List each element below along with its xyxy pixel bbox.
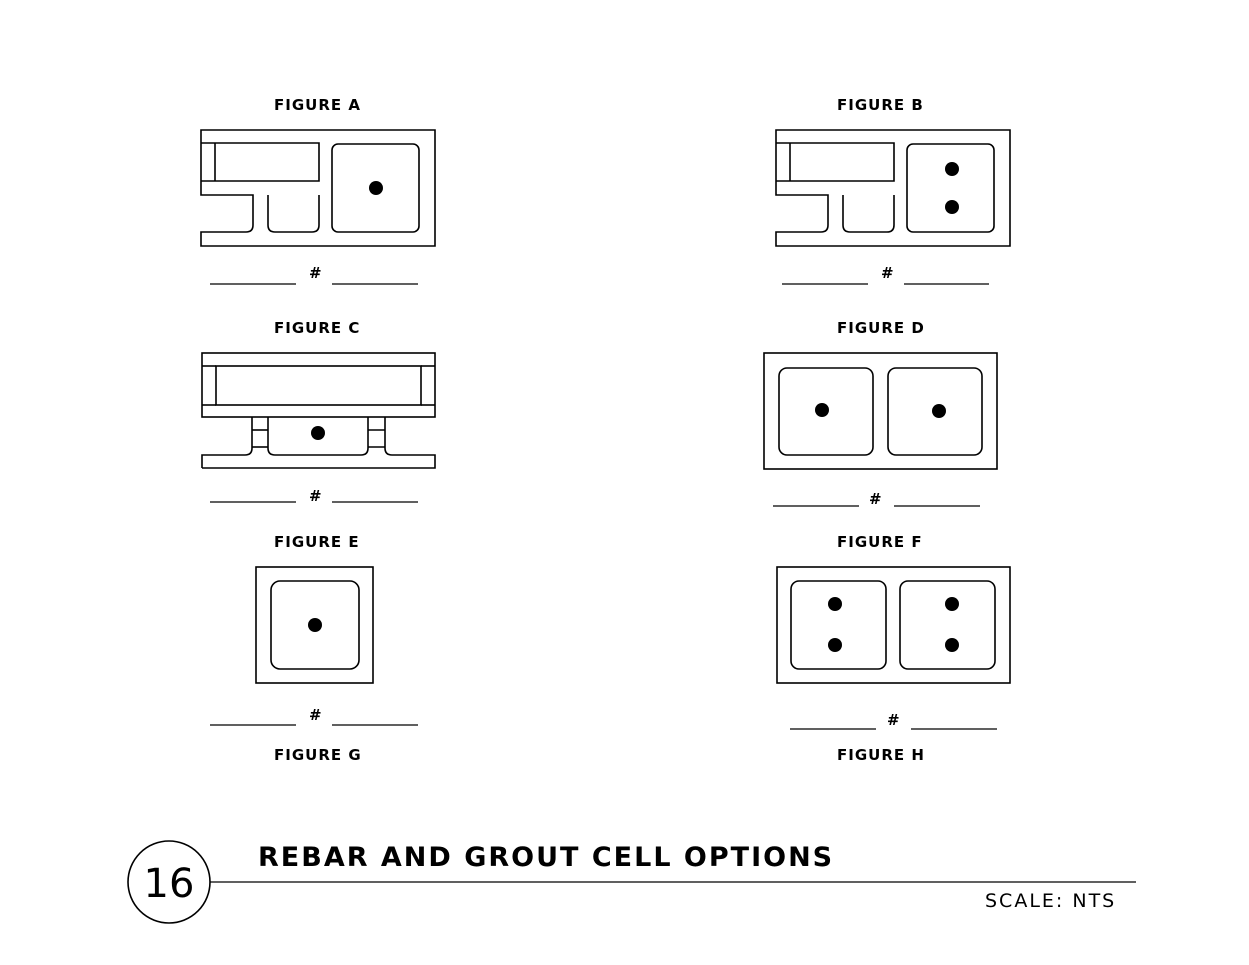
figure-f-rebar-4 (945, 638, 959, 652)
hash-a: # (309, 264, 322, 282)
figure-g-label: FIGURE G (274, 746, 362, 764)
hash-g: # (309, 706, 322, 724)
scale-note: SCALE: NTS (985, 890, 1117, 912)
figure-c-rebar (311, 426, 325, 440)
hash-d: # (869, 490, 882, 508)
figure-d-block (763, 352, 998, 470)
figure-h-label: FIGURE H (837, 746, 925, 764)
figure-a-block (200, 129, 436, 247)
figure-d-label: FIGURE D (837, 319, 925, 337)
figure-e-rebar (308, 618, 322, 632)
figure-e-label: FIGURE E (274, 533, 360, 551)
detail-title: REBAR AND GROUT CELL OPTIONS (258, 842, 835, 873)
detail-number: 16 (143, 861, 195, 907)
figure-a-rebar (369, 181, 383, 195)
figure-b-rebar-top (945, 162, 959, 176)
figure-f-block (776, 566, 1011, 684)
figure-f-rebar-2 (828, 638, 842, 652)
figure-f-rebar-1 (828, 597, 842, 611)
hash-b: # (881, 264, 894, 282)
figure-d-rebar-left (815, 403, 829, 417)
figure-c-label: FIGURE C (274, 319, 361, 337)
figure-f-label: FIGURE F (837, 533, 923, 551)
hash-c: # (309, 487, 322, 505)
figure-e-block (255, 566, 374, 684)
figure-a-label: FIGURE A (274, 96, 361, 114)
figure-f-rebar-3 (945, 597, 959, 611)
figure-b-block (775, 129, 1011, 247)
figure-d-rebar-right (932, 404, 946, 418)
figure-b-label: FIGURE B (837, 96, 924, 114)
figure-c-block (201, 352, 436, 469)
hash-h: # (887, 711, 900, 729)
figure-b-rebar-bottom (945, 200, 959, 214)
